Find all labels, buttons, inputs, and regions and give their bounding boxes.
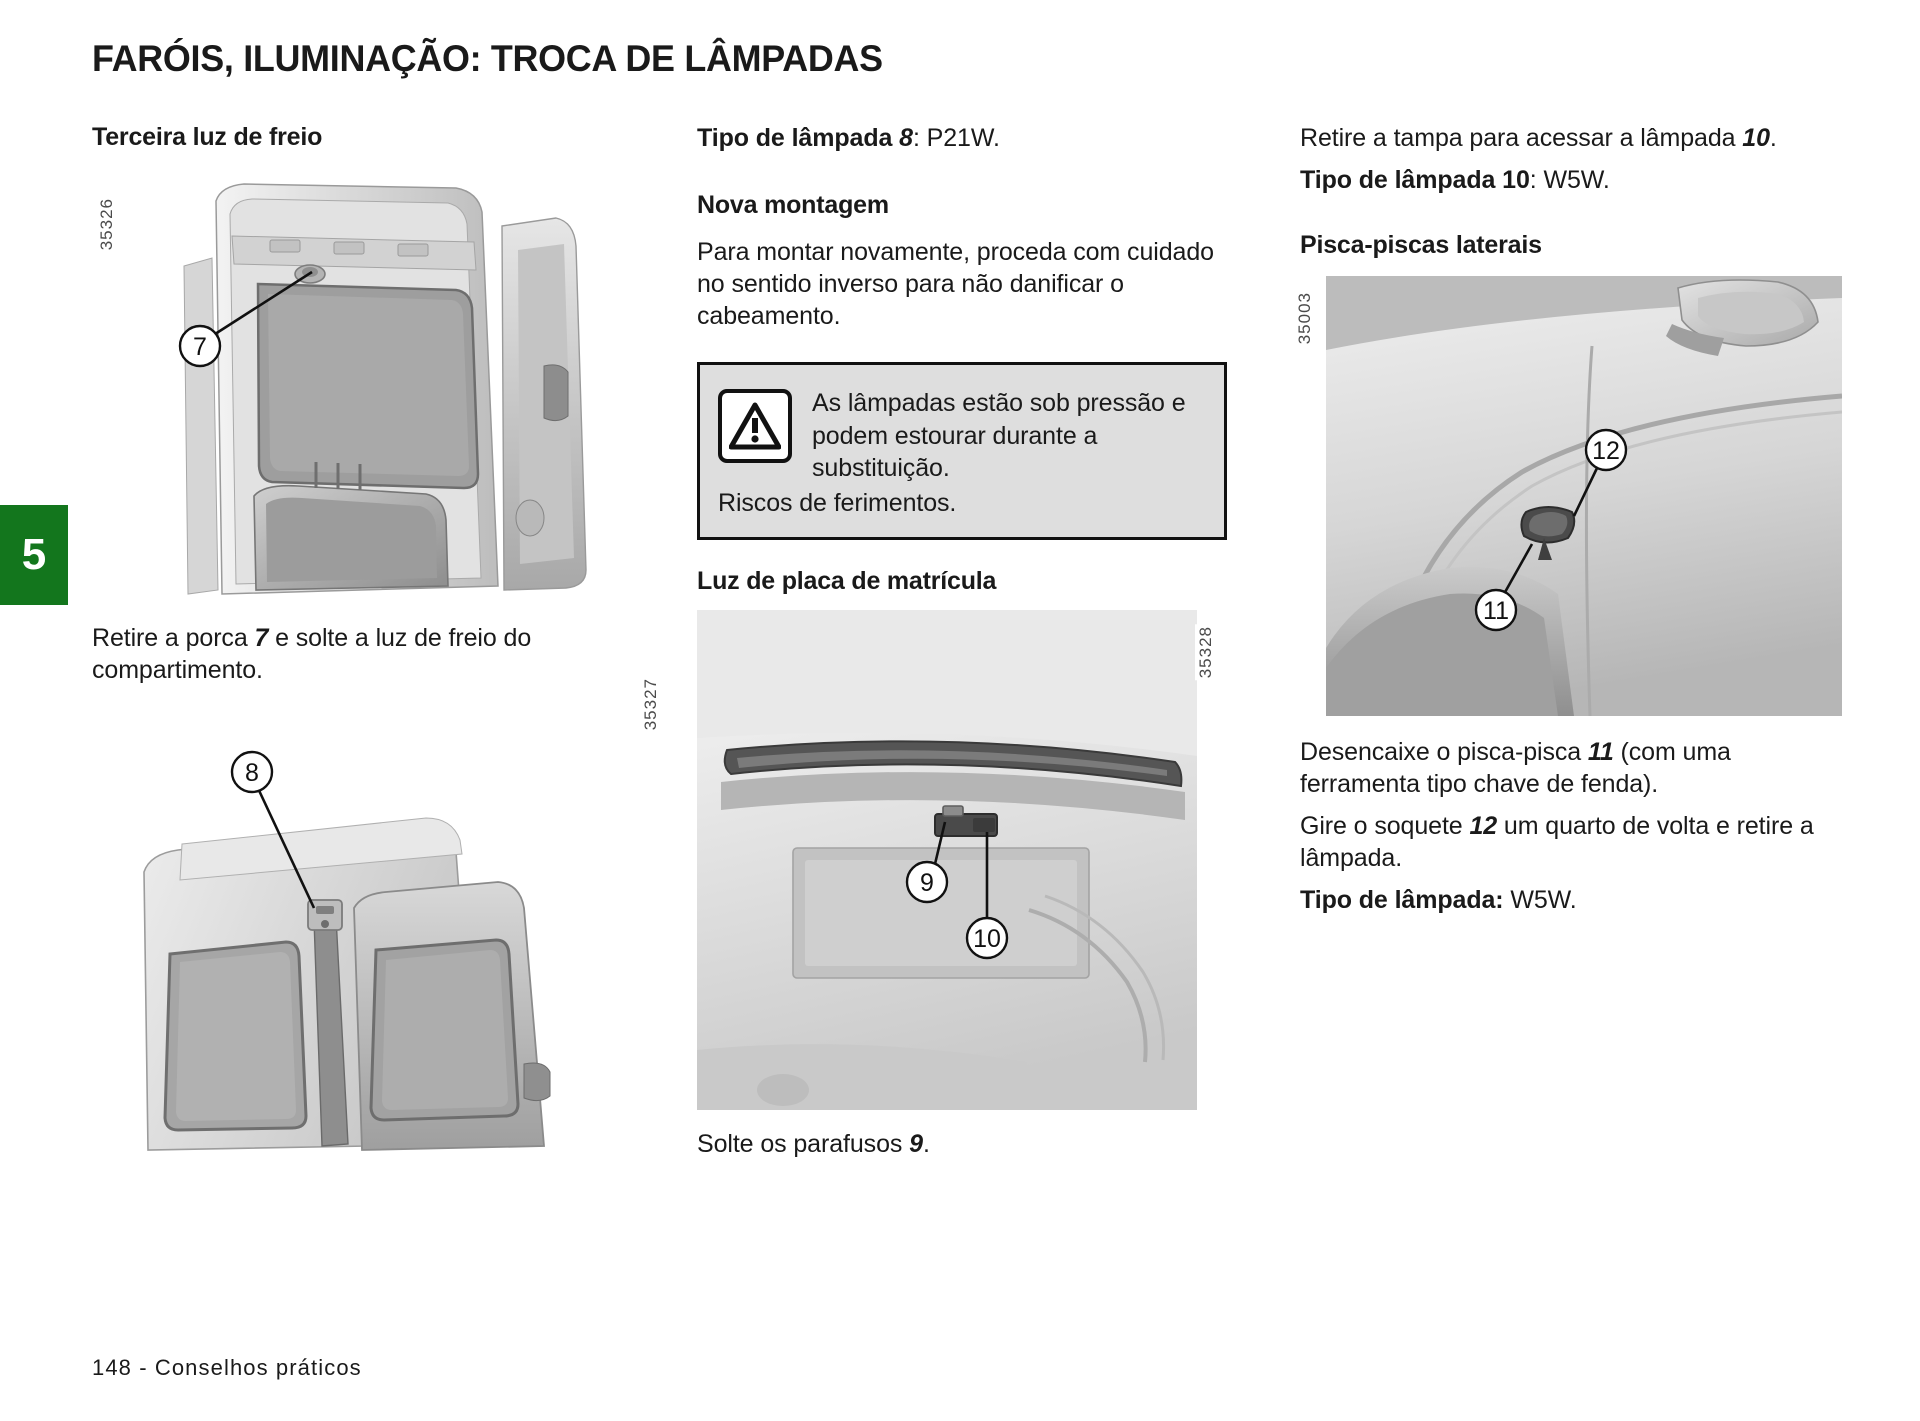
warning-text: As lâmpadas estão sob pressão e podem es…	[812, 389, 1186, 482]
warning-triangle-icon	[718, 389, 792, 463]
remount-instructions: Para montar novamente, proceda com cuida…	[697, 238, 1214, 330]
figure-number-35328: 35328	[1195, 624, 1217, 681]
bulb-type-10: Tipo de lâmpada 10: W5W.	[1300, 164, 1845, 196]
caption-remove-nut-7: Retire a porca 7 e solte a luz de freio …	[92, 622, 622, 686]
warning-box: As lâmpadas estão sob pressão e podem es…	[697, 362, 1227, 540]
cover-text-a: Retire a tampa para acessar a lâmpada	[1300, 124, 1743, 152]
figure-image-35003: 12 11	[1326, 276, 1842, 716]
unclip-repeater-text: Desencaixe o pisca-pisca 11 (com uma fer…	[1300, 736, 1845, 800]
caption-text-c: e solte a luz de freio do compartimento.	[92, 624, 532, 684]
caption3-ref-9: 9	[909, 1130, 923, 1158]
figure-image-35327: 8	[126, 704, 622, 1154]
bulb-type-8-ref: 8	[899, 124, 913, 152]
bulb-type-8-label: Tipo de lâmpada	[697, 124, 900, 152]
page-title: FARÓIS, ILUMINAÇÃO: TROCA DE LÂMPADAS	[92, 38, 883, 79]
figure-number-35326: 35326	[96, 196, 118, 253]
cover-text-c: .	[1769, 124, 1777, 152]
caption3-text-a: Solte os parafusos	[697, 1130, 910, 1158]
column-left: Terceira luz de freio 35326	[92, 122, 662, 1164]
heading-side-repeaters: Pisca-piscas laterais	[1300, 231, 1542, 259]
caption3-text-c: .	[922, 1130, 930, 1158]
callout-10-circle	[965, 916, 1009, 960]
side-repeater-illustration: 12 11	[1326, 276, 1842, 716]
plate-light-illustration: 9 10	[697, 610, 1197, 1110]
figure-number-35327: 35327	[640, 676, 662, 733]
figure-third-brake-light: 35326	[92, 166, 622, 606]
caption-loosen-screws-9: Solte os parafusos 9.	[697, 1128, 1237, 1160]
callout-12-label: 12	[1592, 437, 1620, 465]
callout-11-circle	[1474, 588, 1518, 632]
figure-number-35003: 35003	[1294, 290, 1316, 347]
unclip-text-c: (com uma ferramenta tipo chave de fenda)…	[1300, 738, 1731, 798]
rotate-text-c: um quarto de volta e retire a lâmpada.	[1300, 812, 1814, 872]
rear-door-illustration: 8	[126, 704, 622, 1154]
figure-plate-light: 35328	[697, 610, 1237, 1110]
rotate-socket-text: Gire o soquete 12 um quarto de volta e r…	[1300, 810, 1845, 874]
tailgate-illustration: 7	[126, 166, 622, 606]
rotate-text-a: Gire o soquete	[1300, 812, 1470, 840]
warning-triangle-glyph	[729, 402, 781, 450]
callout-8-circle	[230, 750, 274, 794]
callout-12-circle	[1584, 428, 1628, 472]
bulb-type-generic-value: W5W.	[1503, 886, 1577, 914]
callout-9-label: 9	[920, 869, 934, 897]
callout-11-label: 11	[1483, 597, 1509, 625]
bulb-type-8-value: : P21W.	[912, 124, 1000, 152]
bulb-type-generic: Tipo de lâmpada: W5W.	[1300, 884, 1845, 916]
bulb-type-8: Tipo de lâmpada 8: P21W.	[697, 122, 1237, 154]
figure-rear-door-open: 35327	[92, 676, 662, 1154]
bulb-type-10-label: Tipo de lâmpada 10	[1300, 166, 1530, 194]
column-middle: Tipo de lâmpada 8: P21W. Nova montagem P…	[697, 122, 1237, 1178]
column-right: Retire a tampa para acessar a lâmpada 10…	[1294, 122, 1845, 934]
rotate-ref-12: 12	[1469, 812, 1498, 840]
heading-new-assembly: Nova montagem	[697, 191, 889, 219]
callout-10-label: 10	[973, 925, 1001, 953]
cover-ref-10: 10	[1742, 124, 1770, 152]
chapter-tab-5: 5	[0, 505, 68, 605]
unclip-ref-11: 11	[1587, 738, 1614, 766]
figure-image-35328: 9 10	[697, 610, 1197, 1110]
heading-third-brake-light: Terceira luz de freio	[92, 123, 323, 151]
callout-8-label: 8	[245, 759, 259, 787]
bulb-type-10-value: : W5W.	[1529, 166, 1610, 194]
callout-7-circle	[178, 324, 222, 368]
callout-7-label: 7	[193, 333, 207, 361]
warning-tail-text: Riscos de ferimentos.	[718, 488, 957, 517]
caption-ref-7: 7	[254, 624, 269, 652]
figure-side-repeater: 35003	[1294, 276, 1845, 716]
remove-cover-text: Retire a tampa para acessar a lâmpada 10…	[1300, 122, 1845, 154]
caption-text-a: Retire a porca	[92, 624, 255, 652]
callout-9-circle	[905, 860, 949, 904]
bulb-type-generic-label: Tipo de lâmpada:	[1300, 886, 1504, 914]
figure-image-35326: 7	[126, 166, 622, 606]
heading-plate-light: Luz de placa de matrícula	[697, 567, 997, 595]
page-footer: 148 - Conselhos práticos	[92, 1355, 362, 1380]
unclip-text-a: Desencaixe o pisca-pisca	[1300, 738, 1588, 766]
